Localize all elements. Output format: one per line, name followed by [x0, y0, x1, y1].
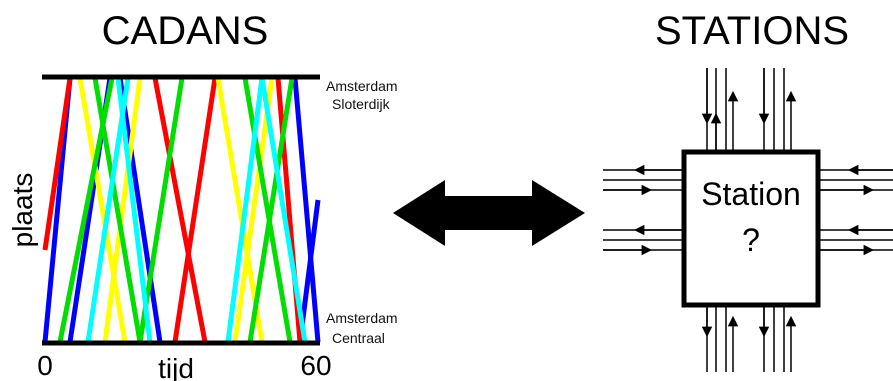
station-box-label: Station: [701, 176, 801, 212]
bottom-station-label-line2: Centraal: [332, 330, 385, 346]
train-path-blue-3: [117, 77, 163, 343]
stations-title: STATIONS: [655, 9, 849, 53]
train-path-yellow-4: [232, 77, 275, 343]
train-path-yellow-1: [77, 77, 128, 343]
cadans-chart: [42, 74, 321, 346]
top-station-label-line1: Amsterdam: [326, 78, 398, 94]
train-path-green-5: [247, 77, 295, 343]
train-path-blue-4: [292, 77, 321, 343]
double-headed-arrow-icon: [393, 180, 585, 246]
x-axis-label: tijd: [158, 353, 194, 381]
y-axis-label: plaats: [7, 173, 38, 248]
train-path-red-3: [172, 77, 218, 343]
station-box: [681, 149, 821, 308]
train-paths: [42, 77, 321, 343]
train-path-yellow-2: [102, 77, 143, 343]
top-station-label-line2: Sloterdijk: [332, 96, 391, 112]
x-axis-end: 60: [300, 350, 331, 381]
train-path-cyan-3: [225, 77, 265, 343]
cadans-title: CADANS: [102, 9, 269, 53]
train-path-green-4: [242, 77, 293, 343]
station-track-connections: [603, 68, 893, 372]
train-path-red-2: [152, 77, 208, 343]
bottom-station-label-line1: Amsterdam: [326, 310, 398, 326]
train-path-red-1: [42, 77, 73, 251]
train-path-cyan-2: [115, 77, 153, 343]
train-path-green-2: [92, 77, 143, 343]
station-box-question-mark: ?: [742, 222, 760, 258]
x-axis-start: 0: [37, 350, 53, 381]
train-path-cyan-4: [259, 77, 308, 343]
